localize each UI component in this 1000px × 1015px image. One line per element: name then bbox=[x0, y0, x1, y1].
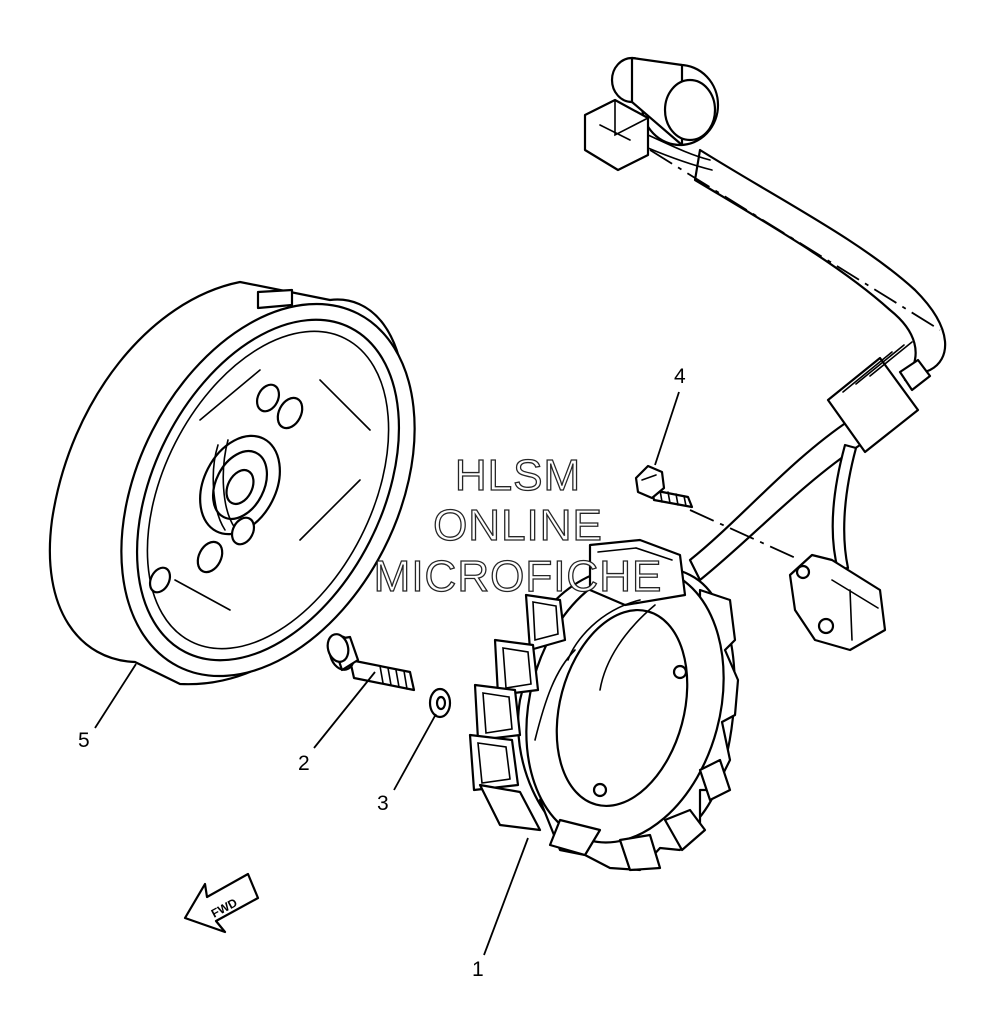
coupler-square bbox=[583, 98, 713, 172]
stator-assembly bbox=[468, 538, 740, 872]
callout-2: 2 bbox=[298, 752, 310, 775]
callout-1: 1 bbox=[472, 958, 484, 981]
leader-line-1 bbox=[483, 837, 529, 956]
washer-3 bbox=[428, 687, 452, 719]
bolt-2 bbox=[326, 633, 416, 692]
leader-line-3 bbox=[393, 713, 437, 791]
leader-line-2 bbox=[313, 671, 376, 749]
fwd-arrow-icon: FWD bbox=[183, 872, 260, 934]
grommet bbox=[826, 341, 932, 454]
callout-5: 5 bbox=[78, 729, 90, 752]
watermark-line-1: HLSM bbox=[455, 451, 581, 500]
screw-4 bbox=[634, 464, 694, 509]
coupler-round bbox=[610, 56, 720, 147]
callout-4: 4 bbox=[674, 365, 686, 388]
leader-line-5 bbox=[94, 663, 137, 729]
leader-line-4 bbox=[654, 391, 680, 466]
callout-3: 3 bbox=[377, 792, 389, 815]
watermark: HLSM ONLINE MICROFICHE bbox=[373, 450, 663, 601]
stator-coils bbox=[468, 538, 732, 872]
wire-harness bbox=[583, 56, 947, 652]
watermark-line-2: ONLINE bbox=[433, 501, 603, 550]
watermark-line-3: MICROFICHE bbox=[374, 552, 663, 601]
pickup-coil-bracket bbox=[788, 553, 887, 652]
rotor-flywheel bbox=[48, 280, 416, 686]
